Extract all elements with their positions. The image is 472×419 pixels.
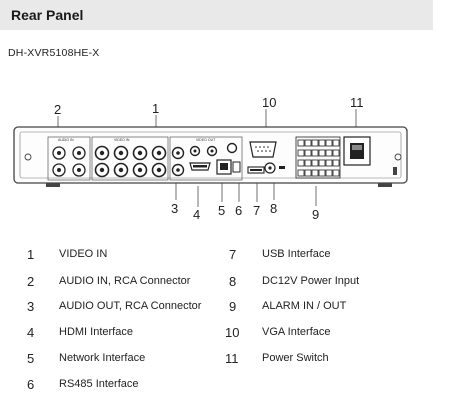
legend-label: DC12V Power Input: [262, 275, 360, 287]
legend-label: USB Interface: [262, 248, 331, 260]
usb-port: [247, 166, 265, 174]
callout-6: 6: [235, 203, 242, 218]
legend-number: 1: [27, 247, 35, 262]
section-title: Rear Panel: [11, 7, 84, 23]
callout-3: 3: [171, 201, 178, 216]
legend-label: Network Interface: [59, 352, 146, 364]
audio-in-panel-label: AUDIO IN: [58, 138, 74, 142]
dc-power-input: [264, 162, 285, 174]
legend-number: 2: [27, 274, 35, 289]
legend-label: AUDIO IN, RCA Connector: [59, 275, 191, 287]
legend-number: 7: [229, 247, 237, 262]
callout-8: 8: [270, 201, 277, 216]
legend-label: ALARM IN / OUT: [262, 300, 347, 312]
video-in-panel-label: VIDEO IN: [114, 138, 130, 142]
power-switch: [343, 136, 371, 166]
model-number: DH-XVR5108HE-X: [8, 47, 100, 59]
callout-4: 4: [193, 207, 200, 222]
callout-9: 9: [312, 207, 319, 222]
callout-2: 2: [54, 102, 61, 117]
video-in-group: VIDEO IN: [91, 136, 169, 181]
legend-number: 6: [27, 377, 35, 392]
legend-number: 3: [27, 299, 35, 314]
section-header: Rear Panel: [0, 0, 433, 30]
legend-number: 11: [225, 351, 239, 366]
legend-label: VIDEO IN: [59, 248, 108, 260]
alarm-terminal-block: [295, 136, 341, 179]
video-out-group: VIDEO OUT: [169, 136, 243, 181]
legend-label: HDMI Interface: [59, 326, 133, 338]
legend-label: AUDIO OUT, RCA Connector: [59, 300, 202, 312]
audio-in-group: AUDIO IN: [47, 136, 91, 181]
callout-7: 7: [253, 203, 260, 218]
video-out-panel-label: VIDEO OUT: [196, 138, 216, 142]
legend-label: Power Switch: [262, 352, 329, 364]
vga-port: [249, 141, 277, 158]
callout-11: 11: [350, 95, 364, 110]
callout-5: 5: [218, 203, 225, 218]
callout-1: 1: [152, 101, 159, 116]
legend-number: 5: [27, 351, 35, 366]
legend-number: 10: [225, 325, 240, 340]
legend-number: 8: [229, 274, 237, 289]
legend-number: 9: [229, 299, 237, 314]
legend-number: 4: [27, 325, 35, 340]
legend-label: VGA Interface: [262, 326, 331, 338]
callout-10: 10: [262, 95, 276, 110]
legend-label: RS485 Interface: [59, 378, 139, 390]
rear-panel-diagram: 2 1 10 11 3 4 5 6 7 8 9 AUDIO IN: [13, 95, 408, 222]
